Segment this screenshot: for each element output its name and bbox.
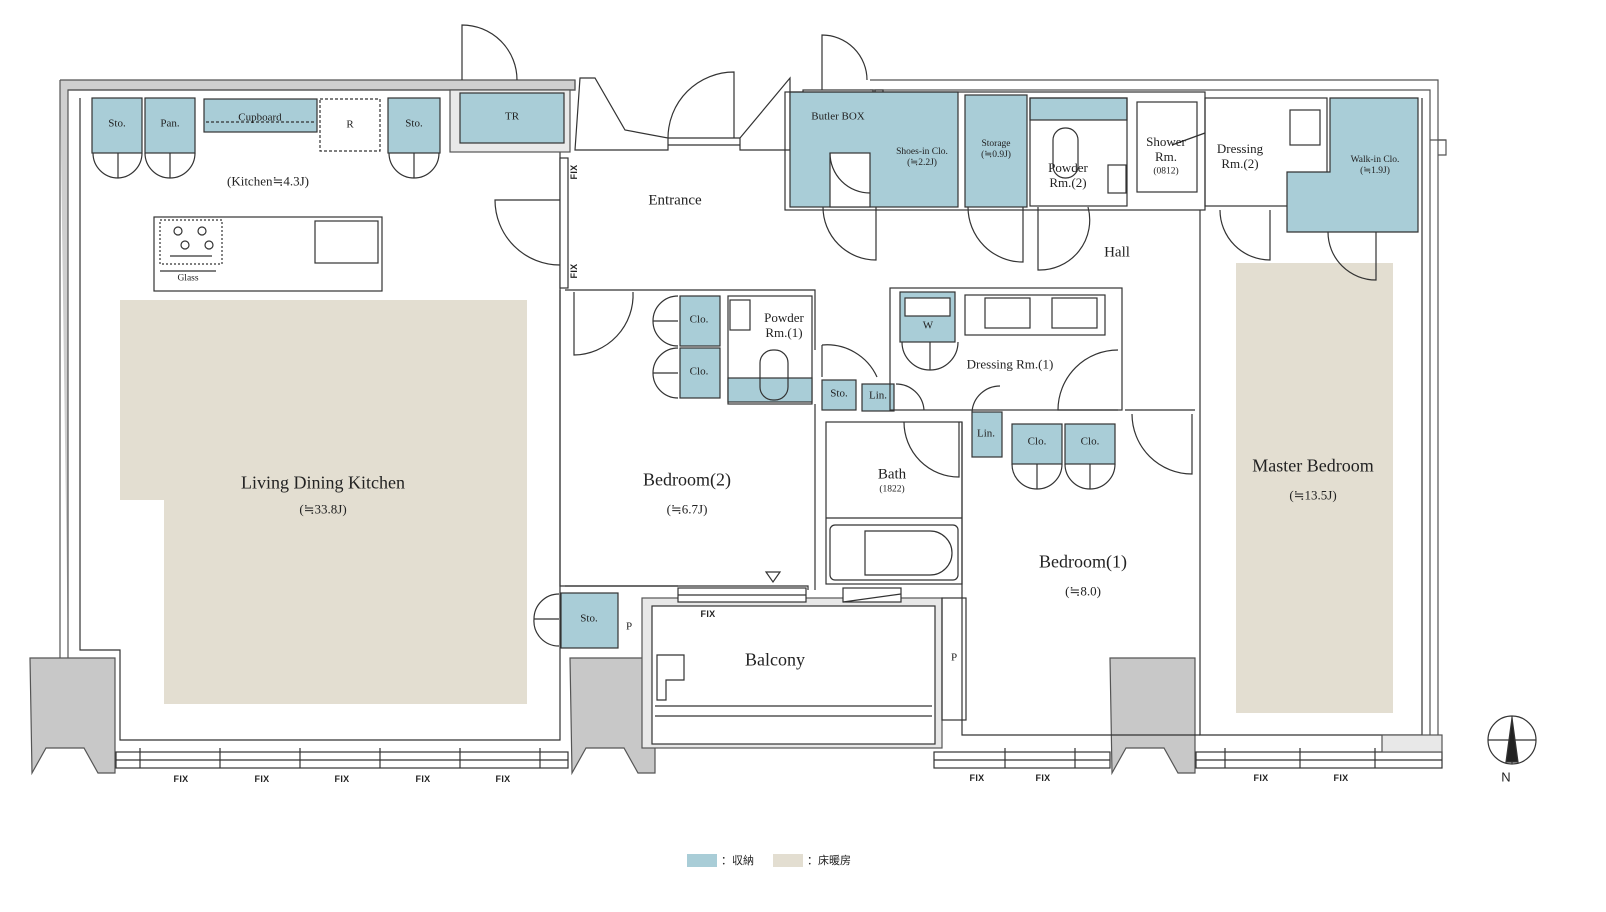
glass-label: Glass xyxy=(177,273,199,284)
kitchen-island xyxy=(153,216,383,292)
clo-b2-1-label: Clo. xyxy=(689,313,709,326)
fix-label: FIX xyxy=(415,773,431,784)
fridge xyxy=(319,98,381,152)
shoes-label: Shoes-in Clo.(≒2.2J) xyxy=(896,147,948,168)
bath-label: Bath xyxy=(877,466,907,483)
dressing1-label: Dressing Rm.(1) xyxy=(966,356,1054,372)
p-left-label: P xyxy=(625,620,633,633)
clo-b2-2-label: Clo. xyxy=(689,365,709,378)
sto-right xyxy=(387,97,441,154)
tr-label: TR xyxy=(504,110,520,123)
washer-label: W xyxy=(922,319,934,332)
master-label: Master Bedroom xyxy=(1252,455,1374,476)
toilet-2 xyxy=(1052,127,1079,179)
legend-floor-heating-swatch xyxy=(773,853,803,867)
floor-heating-ldk xyxy=(120,300,527,704)
compass-north-label: N xyxy=(1501,769,1511,785)
trunk-room xyxy=(459,92,565,144)
fix-label: FIX xyxy=(1035,772,1051,783)
fix-label: FIX xyxy=(969,772,985,783)
legend-storage-text: ：収納 xyxy=(721,855,754,867)
fix-label: FIX xyxy=(1333,772,1349,783)
kitchen-label: (Kitchen≒4.3J) xyxy=(226,173,310,189)
fix-label: FIX xyxy=(568,263,579,279)
sto-left xyxy=(91,97,143,154)
balcony-floor xyxy=(651,605,936,745)
fix-label: FIX xyxy=(700,608,716,619)
column-1 xyxy=(29,657,116,776)
pantry xyxy=(144,97,196,154)
bath-size: (1822) xyxy=(879,484,905,495)
toilet-1 xyxy=(759,349,789,401)
bedroom2-size: (≒6.7J) xyxy=(666,501,708,517)
master-size: (≒13.5J) xyxy=(1289,487,1337,503)
closet-b2-1 xyxy=(679,295,721,347)
storage-small xyxy=(964,94,1028,208)
closet-b2-2 xyxy=(679,347,721,399)
dressing2-label: Dressing Rm.(2) xyxy=(1216,141,1264,171)
fix-label: FIX xyxy=(334,773,350,784)
fix-label: FIX xyxy=(568,164,579,180)
bedroom2-label: Bedroom(2) xyxy=(643,469,731,490)
powder2-label: Powder Rm.(2) xyxy=(1048,160,1088,190)
column-3 xyxy=(1109,657,1196,776)
entrance-label: Entrance xyxy=(648,192,702,209)
lin-2-label: Lin. xyxy=(976,427,996,440)
p-right-label: P xyxy=(950,651,958,664)
fridge-label: R xyxy=(346,118,354,131)
clo-b1-2-label: Clo. xyxy=(1080,435,1100,448)
shoes-in-closet xyxy=(789,91,959,208)
shower-size: (0812) xyxy=(1153,166,1179,177)
stove-icon xyxy=(170,226,214,257)
legend-floor-heating-text: ：床暖房 xyxy=(807,855,851,867)
lin-1-label: Lin. xyxy=(868,389,888,402)
hall-label: Hall xyxy=(1104,244,1130,261)
powder1-label: Powder Rm.(1) xyxy=(764,310,804,340)
closet-b1-1 xyxy=(1011,423,1063,465)
bedroom1-size: (≒8.0) xyxy=(1065,583,1101,599)
pantry-label: Pan. xyxy=(160,117,180,130)
legend-storage-swatch xyxy=(687,853,717,867)
ldk-size: (≒33.8J) xyxy=(299,501,347,517)
sto-left-label: Sto. xyxy=(108,117,126,130)
fix-label: FIX xyxy=(254,773,270,784)
closet-b1-2 xyxy=(1064,423,1116,465)
compass-icon xyxy=(1487,715,1537,765)
fix-label: FIX xyxy=(1253,772,1269,783)
balcony-label: Balcony xyxy=(745,649,805,670)
ldk-label: Living Dining Kitchen xyxy=(241,472,405,493)
bedroom1-label: Bedroom(1) xyxy=(1039,551,1127,572)
floor-heating-master xyxy=(1236,263,1393,713)
sto-balcony-label: Sto. xyxy=(580,612,598,625)
butler-label: Butler BOX xyxy=(811,110,865,123)
walk-in-closet xyxy=(1286,97,1419,233)
sto-b2 xyxy=(821,379,857,411)
shower-room xyxy=(1136,101,1198,193)
linen-1 xyxy=(861,383,895,412)
linen-2 xyxy=(971,411,1003,458)
fix-label: FIX xyxy=(173,773,189,784)
storage-label: Storage(≒0.9J) xyxy=(981,139,1011,160)
clo-b1-1-label: Clo. xyxy=(1027,435,1047,448)
legend-storage: ：収納 xyxy=(687,852,754,868)
sto-b2-label: Sto. xyxy=(830,387,848,400)
walkin-label: Walk-in Clo.(≒1.9J) xyxy=(1350,155,1400,176)
fix-label: FIX xyxy=(495,773,511,784)
sto-right-label: Sto. xyxy=(405,117,423,130)
shower-label: Shower Rm. xyxy=(1146,134,1186,164)
bathtub xyxy=(829,524,959,581)
legend-floor-heating: ：床暖房 xyxy=(773,852,851,868)
sto-balcony xyxy=(560,592,619,649)
cupboard-label: Cupboard xyxy=(238,111,282,124)
cupboard xyxy=(203,98,318,133)
